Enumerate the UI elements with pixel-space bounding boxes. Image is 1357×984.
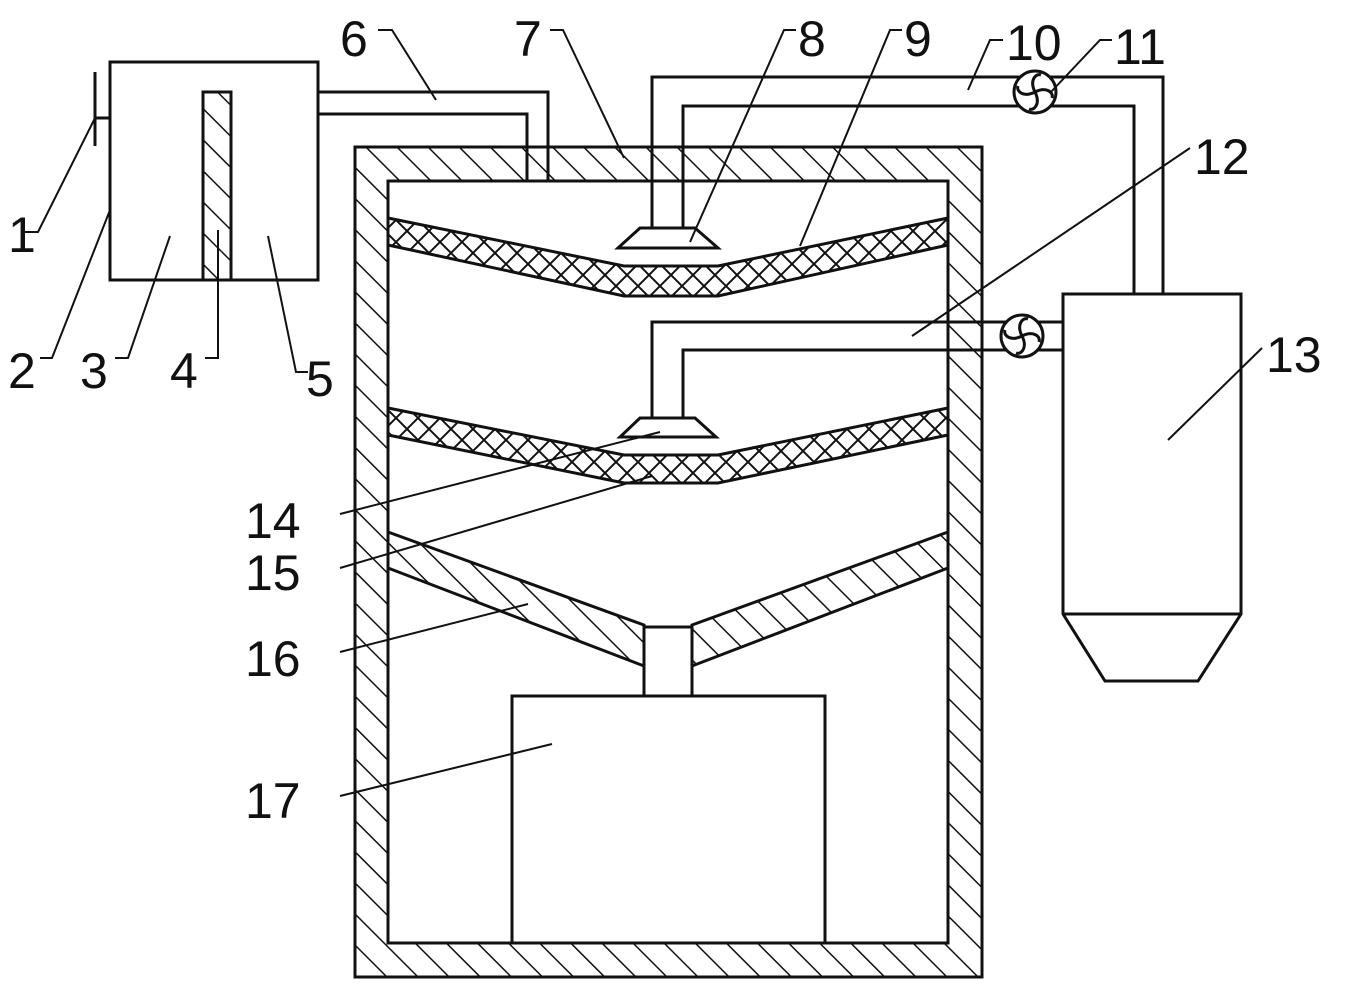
funnel-plate-right — [690, 529, 950, 669]
label-8: 8 — [798, 11, 826, 67]
leader-5 — [267, 235, 308, 373]
fan-11-icon — [1012, 69, 1058, 115]
upper-filter-screen — [386, 216, 950, 298]
label-13: 13 — [1266, 327, 1322, 383]
lower-filter-screen — [386, 406, 950, 485]
leader-9 — [799, 29, 902, 247]
leader-13 — [1167, 347, 1263, 441]
pipe-6-bottom — [318, 112, 529, 181]
pipe-12-inner — [681, 348, 1063, 418]
label-6: 6 — [340, 11, 368, 67]
leader-12 — [911, 147, 1191, 337]
label-10: 10 — [1006, 15, 1062, 71]
leader-14 — [339, 431, 661, 515]
label-1: 1 — [8, 207, 36, 263]
leader-6 — [378, 29, 437, 101]
leader-17 — [339, 743, 553, 797]
leader-11 — [1049, 39, 1112, 94]
pipe-12-outer — [650, 320, 1063, 418]
lower-spray-nozzle — [616, 416, 720, 439]
label-3: 3 — [80, 343, 108, 399]
pipe-6-top — [318, 90, 550, 181]
label-14: 14 — [245, 493, 301, 549]
label-5: 5 — [306, 351, 334, 407]
leader-1 — [25, 117, 96, 233]
leader-7 — [550, 29, 625, 159]
leader-2 — [40, 209, 111, 359]
upper-spray-nozzle — [614, 226, 723, 250]
label-16: 16 — [245, 631, 301, 687]
leader-16 — [339, 603, 529, 653]
label-17: 17 — [245, 773, 301, 829]
label-4: 4 — [170, 343, 198, 399]
label-2: 2 — [8, 343, 36, 399]
label-7: 7 — [514, 11, 542, 67]
collection-box — [510, 694, 827, 945]
pipe-10-inner — [681, 104, 1136, 294]
leader-3 — [115, 235, 171, 359]
label-9: 9 — [904, 11, 932, 67]
separator — [1061, 292, 1243, 683]
leader-15 — [339, 475, 653, 569]
fan-12-icon — [999, 313, 1045, 359]
funnel-outlet-pipe — [642, 625, 694, 698]
leader-4 — [205, 230, 219, 359]
leader-10 — [967, 39, 1003, 91]
main-shell — [353, 145, 984, 979]
label-12: 12 — [1194, 129, 1250, 185]
pipe-10-outer — [650, 75, 1165, 294]
funnel-plate-left — [386, 529, 646, 669]
leader-8 — [689, 29, 796, 243]
label-11: 11 — [1114, 19, 1166, 75]
label-15: 15 — [245, 545, 301, 601]
